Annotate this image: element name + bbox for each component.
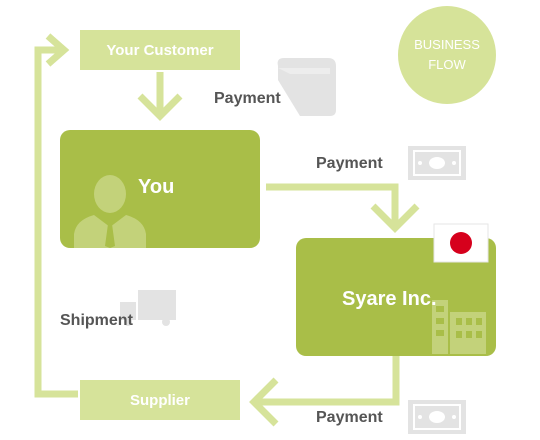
- your-customer-label: Your Customer: [106, 41, 214, 59]
- you-label: You: [138, 176, 175, 198]
- your-customer-box: [80, 30, 240, 70]
- cash-icon: [408, 146, 466, 180]
- japan-flag-icon: [433, 223, 489, 263]
- wallet-icon: [277, 58, 336, 116]
- truck-icon: [120, 290, 176, 326]
- badge-line-1: BUSINESS: [414, 37, 480, 52]
- building-icon: [432, 300, 486, 354]
- connector-syare-supplier: [249, 356, 400, 427]
- syare-label: Syare Inc.: [342, 288, 437, 310]
- shipment-label: Shipment: [60, 312, 133, 329]
- payment-label-you: Payment: [316, 155, 383, 172]
- business-flow-badge: BUSINESS FLOW: [398, 6, 496, 104]
- person-icon: [74, 175, 146, 248]
- loop-connector: [34, 33, 78, 398]
- badge-line-2: FLOW: [428, 57, 466, 72]
- payment-label-syare: Payment: [316, 409, 383, 426]
- supplier-box: [80, 380, 240, 420]
- supplier-label: Supplier: [129, 391, 190, 409]
- cash-icon: [408, 400, 466, 434]
- connector-you-syare: [266, 183, 420, 233]
- down-arrow-customer-you: [137, 72, 183, 121]
- payment-label-customer: Payment: [214, 90, 281, 107]
